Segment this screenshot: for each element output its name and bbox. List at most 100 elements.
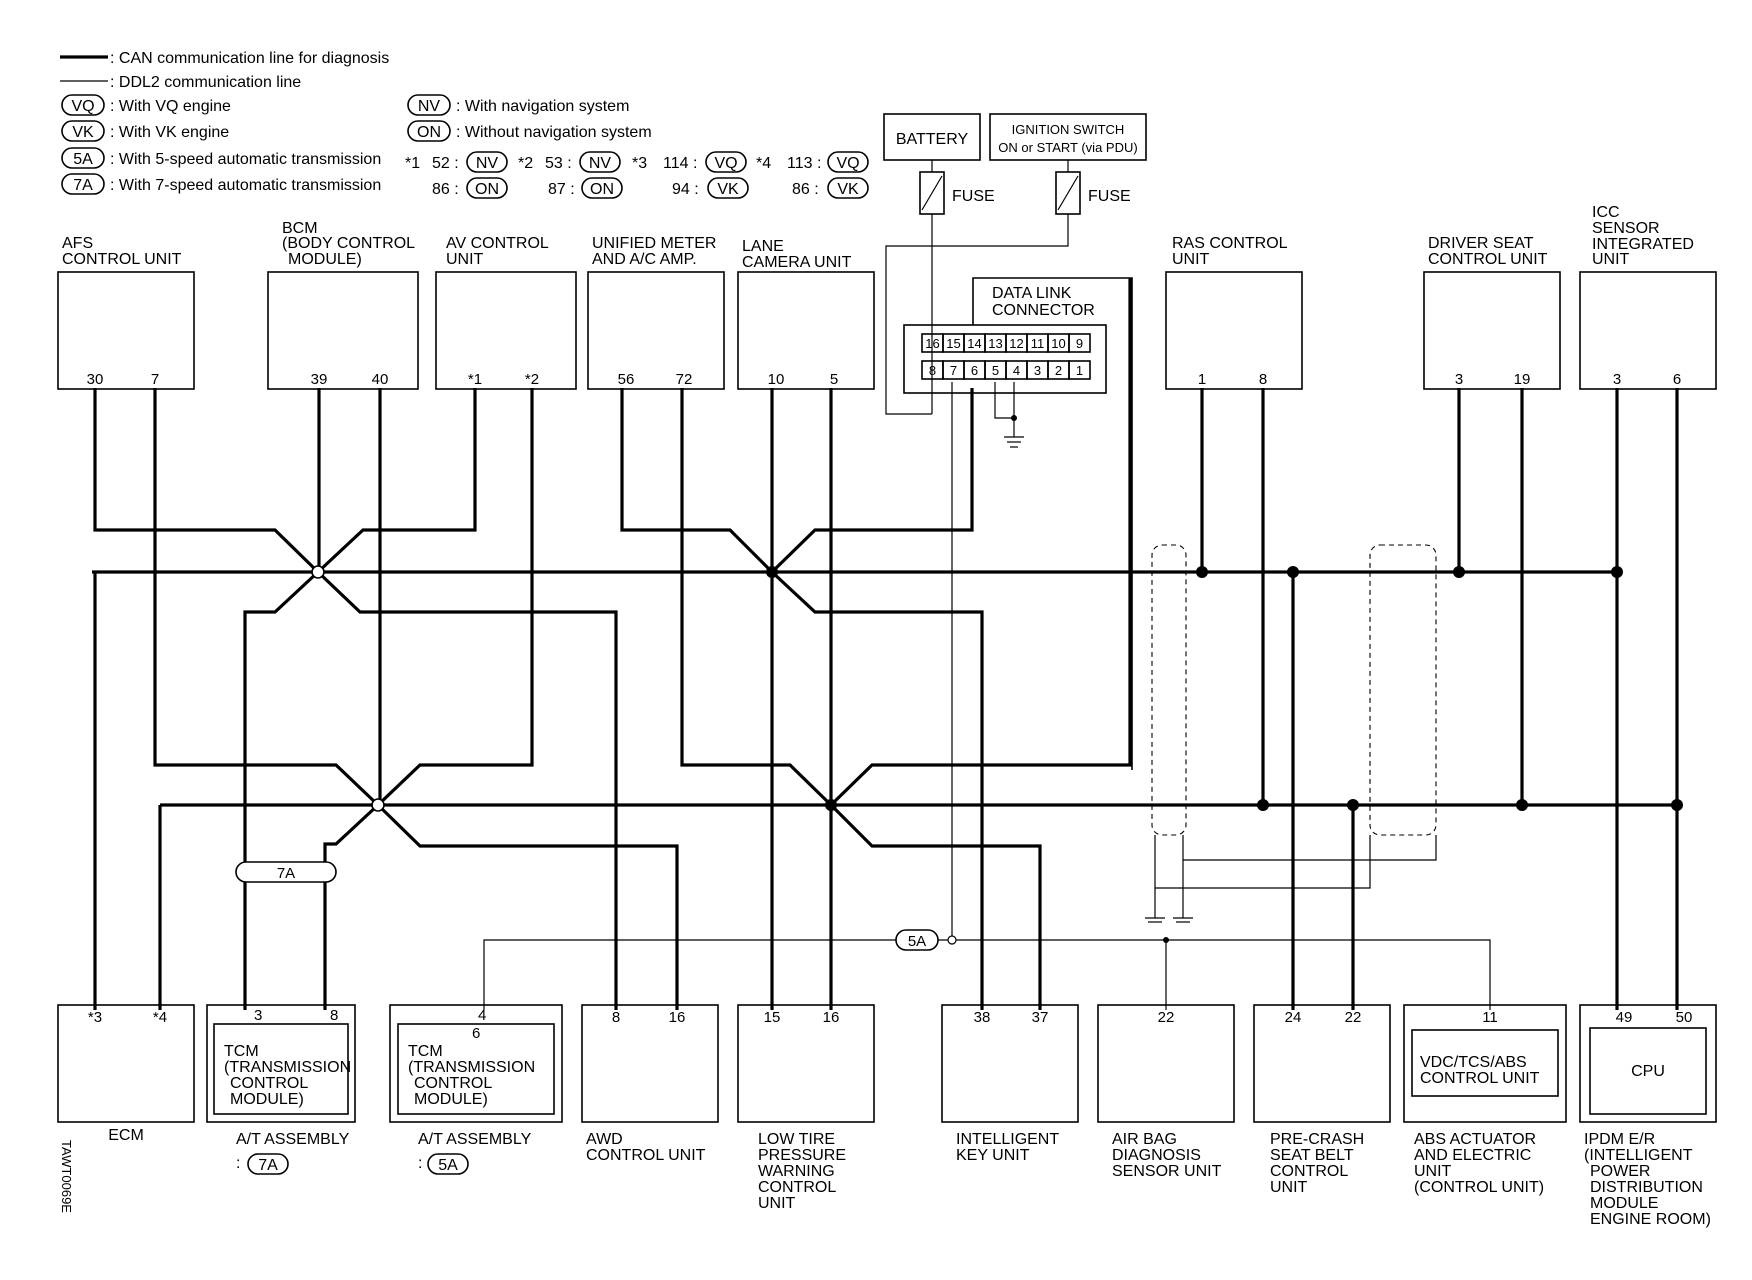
airbag-label-2: DIAGNOSIS [1112,1147,1201,1164]
junction-upper-y [766,566,778,578]
awd-control-unit [581,1004,719,1123]
top-units: AFS CONTROL UNIT 30 7 BCM (BODY CONTROL … [57,204,1717,390]
legend-vk-text: : With VK engine [110,124,229,141]
at5-label-1: A/T ASSEMBLY [418,1131,532,1148]
junction-lower-y [825,799,837,811]
pre-crash-seat-belt-unit [1253,1004,1391,1123]
at7-badge [247,1153,289,1175]
tire-label-4: CONTROL [758,1179,836,1196]
ignition-switch-label-1: IGNITION SWITCH [1012,122,1125,137]
vdc-control-unit [1411,1029,1559,1097]
tire-pin-1: 15 [764,1009,781,1026]
bottom-units: *3 *4 ECM 3 8 TCM (TRANSMISSION CONTROL … [57,1004,1717,1228]
icc-label-1: ICC [1592,204,1620,221]
note-4-pin-a: 113 : [787,155,821,172]
ecm-pin-1: *3 [88,1009,102,1026]
junction-precrash-24 [1287,566,1299,578]
bcm-unit [267,271,419,390]
tag-5a-label: 5A [908,933,926,950]
legend-can-text: : CAN communication line for diagnosis [110,50,389,67]
at5-tcm-3: CONTROL [414,1075,492,1092]
meter-label-2: AND A/C AMP. [592,251,697,268]
abs-inner-2: CONTROL UNIT [1420,1070,1540,1087]
abs-actuator-unit [1403,1004,1567,1123]
legend-on-text: : Without navigation system [456,124,652,141]
dlc-pin-number: 11 [1031,336,1045,351]
precrash-label-3: CONTROL [1270,1163,1348,1180]
note-2-badge-a-label: NV [589,155,612,172]
at5-badge-label: 5A [438,1157,458,1174]
meter-label-1: UNIFIED METER [592,235,716,252]
wiring: 7A 5A [92,214,1683,1010]
ipdm-label-1: IPDM E/R [1584,1131,1655,1148]
tag-5a [895,929,939,951]
intelligent-key-unit [941,1004,1079,1123]
seat-label-1: DRIVER SEAT [1428,235,1534,252]
dlc-pin-cell [1068,360,1091,380]
airbag-label-3: SENSOR UNIT [1112,1163,1222,1180]
abs-pin-1: 11 [1482,1009,1498,1026]
at7-badge-label: 7A [258,1157,278,1174]
precrash-label-2: SEAT BELT [1270,1147,1354,1164]
seat-pin-1: 3 [1455,371,1463,388]
legend-ddl2-text: : DDL2 communication line [110,74,301,91]
ecm-label: ECM [108,1127,144,1144]
note-1-badge-b-label: ON [475,181,499,198]
legend-vk-badge-label: VK [72,124,94,141]
air-bag-sensor-unit [1097,1004,1235,1123]
note-4-badge-a [827,151,869,173]
ipdm-label-6: ENGINE ROOM) [1590,1211,1711,1228]
at5-badge [427,1153,469,1175]
note-1-badge-a [466,151,508,173]
at7-pin-2: 8 [330,1007,338,1024]
dlc-pin-number: 7 [950,363,957,378]
junction-lower-x [371,798,385,812]
dlc-pin-number: 9 [1076,336,1083,351]
bcm-pin-2: 40 [372,371,389,388]
legend-on-badge [407,120,451,142]
av-pin-2: *2 [525,371,539,388]
lane-camera-unit [737,271,875,390]
dlc-body [903,324,1107,394]
tire-label-5: UNIT [758,1195,796,1212]
bcm-label-2: (BODY CONTROL [282,235,415,252]
precrash-label-1: PRE-CRASH [1270,1131,1364,1148]
legend-5a-badge-label: 5A [73,151,93,168]
dlc-pin-cell [1068,333,1091,353]
at5-pin-1: 4 [478,1007,486,1024]
dlc-pin-number: 6 [971,363,978,378]
icc-label-3: INTEGRATED [1592,236,1694,253]
note-2-marker: *2 [518,155,533,172]
ras-label-2: UNIT [1172,251,1210,268]
abs-label-4: (CONTROL UNIT) [1414,1179,1544,1196]
junction-seat-3 [1453,566,1465,578]
key-label-1: INTELLIGENT [956,1131,1059,1148]
legend-5a-badge [61,147,105,169]
note-4-pin-b: 86 : [792,181,819,198]
note-2-badge-a [579,151,621,173]
at7-label-1: A/T ASSEMBLY [236,1131,350,1148]
tire-pin-2: 16 [823,1009,840,1026]
icc-sensor-unit [1579,271,1717,390]
ipdm-pin-2: 50 [1676,1009,1693,1026]
precrash-pin-1: 24 [1285,1009,1302,1026]
meter-pin-2: 72 [676,371,693,388]
airbag-pin-1: 22 [1158,1009,1175,1026]
dlc-title-1: DATA LINK [992,285,1072,302]
junction-ras-8 [1257,799,1269,811]
dlc-pin-number: 4 [1013,363,1020,378]
afs-label-1: AFS [62,235,93,252]
at7-label-colon: : [236,1155,240,1172]
shield-2 [1369,544,1437,836]
note-2-badge-b [581,177,623,199]
abs-label-3: UNIT [1414,1163,1452,1180]
precrash-pin-2: 22 [1345,1009,1362,1026]
note-3-marker: *3 [632,155,647,172]
airbag-label-1: AIR BAG [1112,1131,1177,1148]
tire-label-3: WARNING [758,1163,835,1180]
ignition-switch-label-2: ON or START (via PDU) [998,140,1137,155]
unified-meter-unit [587,271,725,390]
note-1-pin-a: 52 : [432,155,459,172]
dlc-pin-number: 12 [1009,336,1023,351]
